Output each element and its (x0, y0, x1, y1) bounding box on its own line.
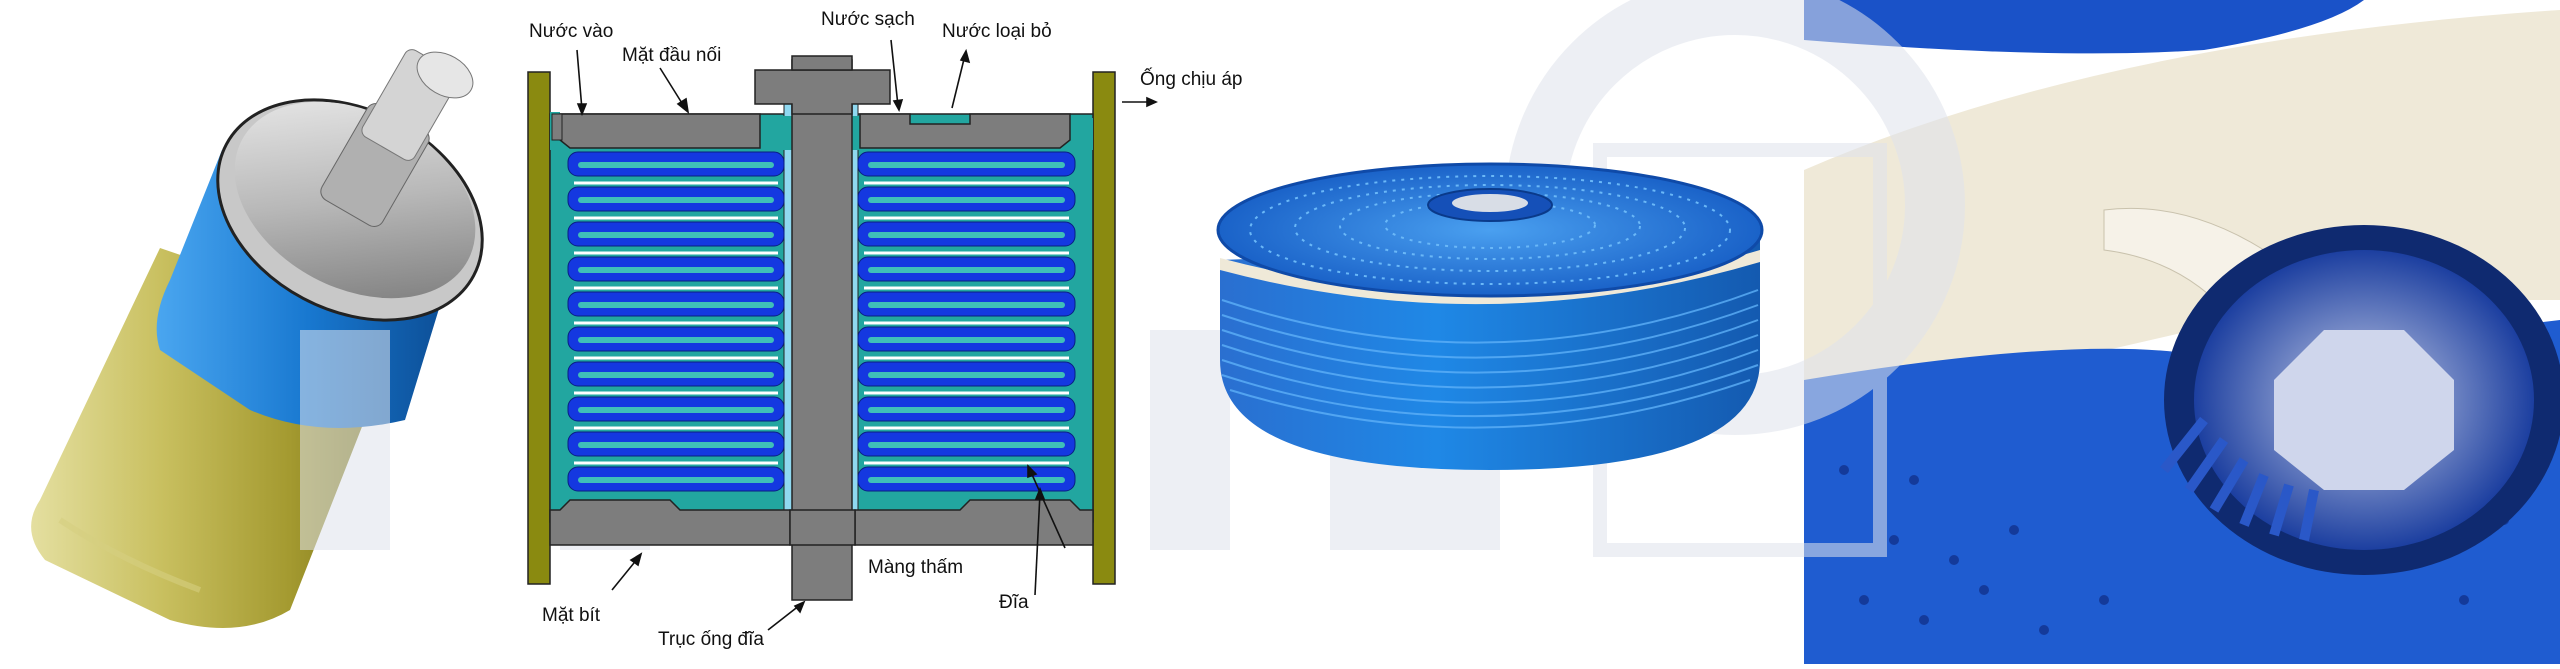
right-spacer (868, 267, 1065, 273)
label-nuoc-loai-bo: Nước loại bỏ (942, 21, 1052, 42)
left-spacer (578, 232, 774, 238)
top-flange-right (859, 113, 1071, 149)
right-spacer (868, 477, 1065, 483)
label-mat-dau-noi: Mặt đầu nối (622, 45, 722, 66)
right-spacer (868, 337, 1065, 343)
right-spacer (868, 197, 1065, 203)
label-mat-bit: Mặt bít (542, 605, 601, 626)
top-flange-left (559, 113, 761, 149)
left-spacer (578, 407, 774, 413)
callout-arrows (576, 39, 1158, 631)
right-spacer (868, 232, 1065, 238)
label-ong-chiu-ap: Ống chịu áp (1140, 69, 1243, 90)
blue-disc-stack-illustration (1216, 162, 1764, 470)
label-truc-ong-dia: Trục ống đĩa (658, 629, 764, 650)
pressure-tube-right-wall (1092, 71, 1116, 585)
disc-membrane-closeup-illustration (1804, 0, 2560, 664)
right-spacer (868, 302, 1065, 308)
pressure-tube-left-wall (527, 71, 551, 585)
bottom-flange-left (549, 499, 791, 546)
left-spacer (578, 372, 774, 378)
left-spacer (578, 337, 774, 343)
right-spacer (868, 442, 1065, 448)
disc-stack-photo (1200, 0, 1800, 664)
left-spacer (578, 302, 774, 308)
disc-stack-right (857, 151, 1076, 492)
disc-stack-left (567, 151, 785, 492)
label-mang-tham: Màng thấm (868, 557, 964, 578)
right-spacer (868, 372, 1065, 378)
closeup-photo (1804, 0, 2560, 664)
left-spacer (578, 477, 774, 483)
label-nuoc-sach: Nước sạch (821, 9, 915, 30)
left-spacer (578, 197, 774, 203)
left-spacer (578, 442, 774, 448)
left-spacer (578, 267, 774, 273)
label-nuoc-vao: Nước vào (529, 21, 614, 42)
label-dia: Đĩa (999, 592, 1029, 613)
bottom-flange-right (854, 499, 1094, 546)
disc-tube-cross-section (527, 39, 1158, 631)
cross-section-diagram (510, 0, 1270, 664)
right-spacer (868, 407, 1065, 413)
right-spacer (868, 162, 1065, 168)
left-spacer (578, 162, 774, 168)
